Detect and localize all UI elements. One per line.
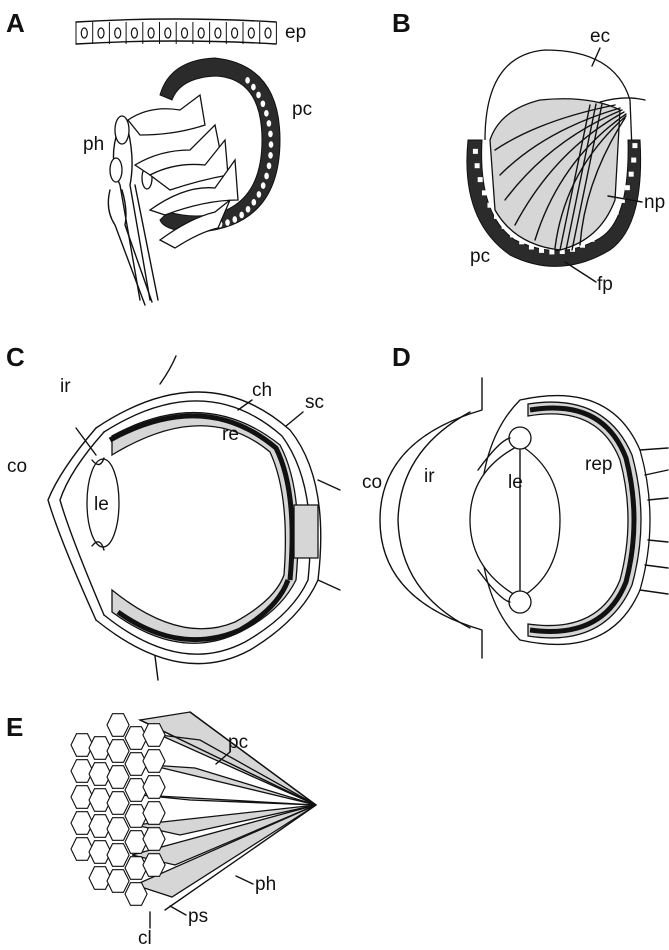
- epidermis-layer: [76, 19, 276, 44]
- label-ps: ps: [188, 906, 208, 927]
- photoreceptor-cells: [108, 95, 238, 305]
- label-le-d: le: [508, 472, 523, 493]
- label-fp: fp: [597, 274, 613, 295]
- optic-nerve: [294, 505, 318, 558]
- panel-b-letter: B: [392, 8, 411, 38]
- label-ir-c: ir: [60, 376, 71, 397]
- panel-e: E pc ph ps cl: [6, 712, 316, 949]
- label-co-c: co: [7, 456, 27, 477]
- label-pc-b: pc: [470, 246, 490, 267]
- label-ec: ec: [590, 26, 610, 47]
- compound-eye-facets: [71, 714, 165, 906]
- label-cl: cl: [138, 928, 152, 949]
- label-ch: ch: [252, 380, 272, 401]
- label-pc-e: pc: [228, 732, 248, 753]
- panel-b: B ec np pc fp: [392, 8, 665, 295]
- label-np: np: [644, 192, 665, 213]
- panel-c-letter: C: [6, 342, 25, 372]
- label-re: re: [222, 424, 239, 445]
- label-ep: ep: [285, 22, 306, 43]
- cornea-d: [380, 378, 482, 658]
- label-ph-a: ph: [83, 134, 104, 155]
- panel-e-letter: E: [6, 712, 23, 742]
- label-co-d: co: [362, 472, 382, 493]
- label-rep: rep: [585, 454, 612, 475]
- panel-c: C ir co le ch sc re: [6, 342, 340, 680]
- panel-a: A ep pc: [6, 8, 312, 305]
- panel-d: D co ir le rep: [362, 342, 668, 658]
- panel-a-letter: A: [6, 8, 25, 38]
- label-pc-a: pc: [292, 99, 312, 120]
- label-sc: sc: [305, 392, 324, 413]
- label-ph-e: ph: [255, 874, 276, 895]
- label-ir-d: ir: [424, 466, 435, 487]
- label-le-c: le: [94, 494, 109, 515]
- panel-d-letter: D: [392, 342, 411, 372]
